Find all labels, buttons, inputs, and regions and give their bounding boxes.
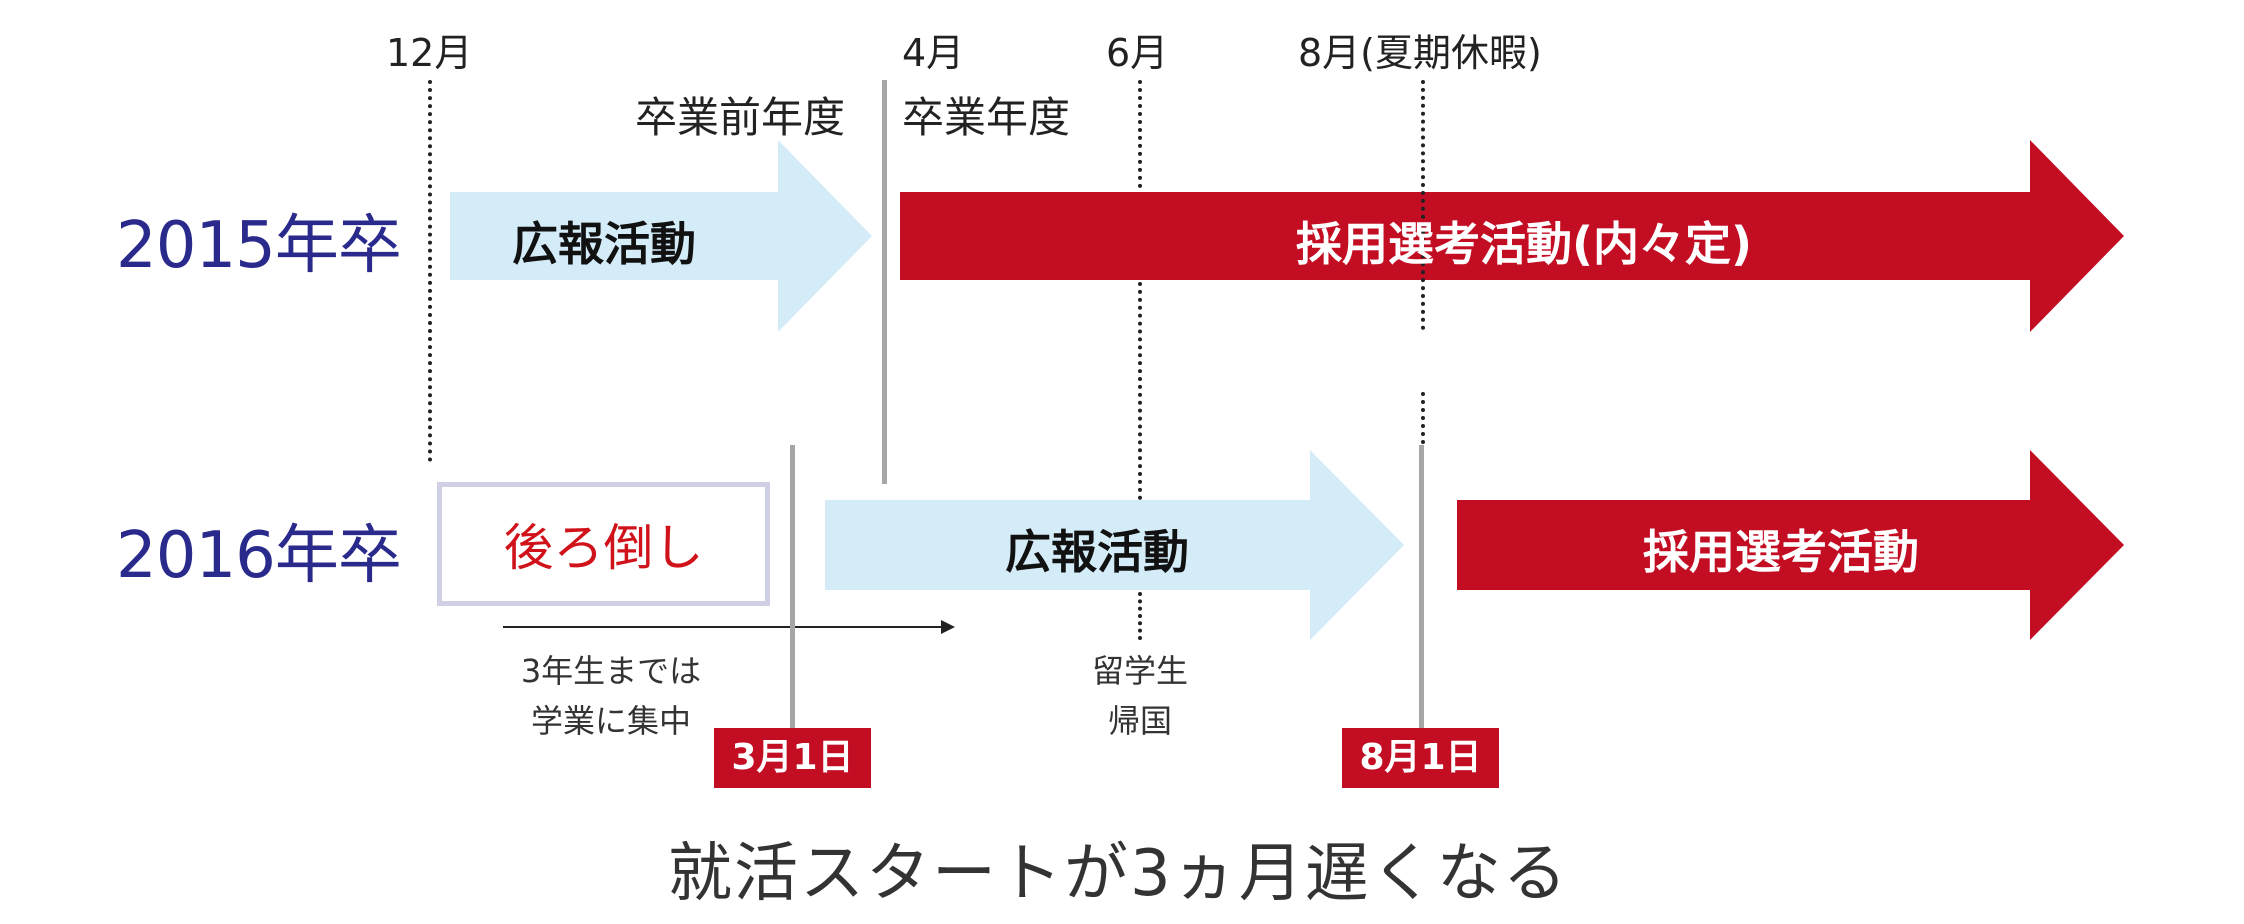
june-dotted-line-middle [1138,282,1142,500]
selection-activity-2015-label: 採用選考活動(内々定) [1296,217,1753,271]
row-label-2015: 2015年卒 [116,209,402,283]
june-dotted-line-upper [1138,80,1142,188]
pr-activity-2015-label: 広報活動 [512,217,696,271]
selection-arrow-2016 [1457,450,2124,640]
study-focus-note-line1: 3年生までは [520,652,702,690]
fiscal-year-before-label: 卒業前年度 [635,93,846,142]
month-june-label: 6月 [1106,31,1169,75]
selection-arrow-2015 [900,140,2124,332]
diagram-caption: 就活スタートが3ヵ月遅くなる [668,837,1569,911]
june-dotted-line-lower [1138,592,1142,640]
august-dotted-line-lower [1421,392,1425,444]
april-solid-line [882,80,887,484]
pr-arrow-2015 [450,140,872,332]
postpone-pointer-head [941,620,955,634]
abroad-return-note-line2: 帰国 [1107,702,1172,740]
december-dotted-line [428,80,432,462]
march1-date-badge: 3月1日 [714,728,871,788]
study-focus-note: 3年生までは 学業に集中 [496,646,726,746]
pr-arrow-2016 [825,450,1404,640]
row-label-2016: 2016年卒 [116,519,402,593]
postpone-label: 後ろ倒し [503,519,704,577]
study-focus-note-line2: 学業に集中 [530,702,691,740]
abroad-return-note-line1: 留学生 [1091,652,1188,690]
postpone-box: 後ろ倒し [437,482,770,606]
abroad-return-note: 留学生 帰国 [1080,646,1200,746]
month-december-label: 12月 [386,31,473,75]
august-dotted-line-upper [1421,80,1425,330]
august1-date-badge: 8月1日 [1342,728,1499,788]
month-april-label: 4月 [902,31,965,75]
month-august-label: 8月(夏期休暇) [1298,31,1542,75]
pr-activity-2016-label: 広報活動 [1005,525,1189,579]
march1-solid-line [790,445,795,733]
august1-solid-line [1419,445,1424,733]
fiscal-year-graduation-label: 卒業年度 [902,93,1071,142]
selection-activity-2016-label: 採用選考活動 [1643,525,1919,579]
